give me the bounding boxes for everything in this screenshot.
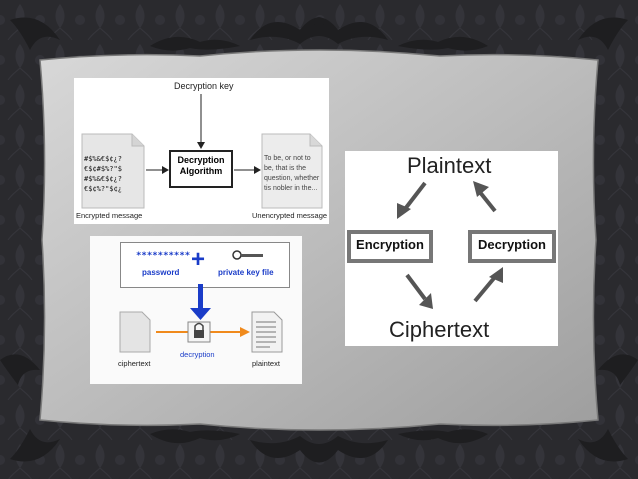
- private-key-label: private key file: [218, 268, 274, 277]
- panel2-graphics: [119, 284, 283, 353]
- encryption-cycle-diagram: Plaintext Encryption Decryption Cipherte…: [345, 151, 558, 346]
- encryption-box: Encryption: [347, 230, 433, 263]
- decryption-label: decryption: [180, 350, 215, 359]
- key-icon: [232, 250, 263, 260]
- box-line-2: Algorithm: [179, 166, 223, 176]
- decryption-algorithm-box: Decryption Algorithm: [169, 150, 233, 188]
- credentials-box: [120, 242, 290, 288]
- encrypted-message-label: Encrypted message: [76, 211, 143, 220]
- unencrypted-message-label: Unencrypted message: [252, 211, 328, 220]
- ciphertext-title: Ciphertext: [389, 317, 490, 342]
- private-key-decryption-diagram: ********** password + private key file: [90, 236, 302, 384]
- diagram-title: Decryption key: [174, 81, 234, 91]
- encrypted-line: €$¢%?"$¢¿: [84, 185, 122, 193]
- plaintext-label: plaintext: [252, 359, 280, 368]
- panel1-arrows: [81, 94, 323, 209]
- encrypted-line: #$%&€$¢¿?: [84, 155, 122, 163]
- encrypted-text: #$%&€$¢¿? €$¢#$%?"$ #$%&€$¢¿? €$¢%?"$¢¿: [84, 154, 122, 194]
- decryption-algorithm-diagram: Decryption key Decryption Algorithm #$%&…: [74, 78, 329, 224]
- password-label: password: [142, 268, 180, 277]
- cycle-arrows: [397, 181, 503, 309]
- password-mask: **********: [136, 251, 191, 261]
- box-line-1: Decryption: [177, 155, 225, 165]
- plain-text: To be, or not to be, that is the questio…: [264, 154, 319, 194]
- plain-line: question, whether: [264, 175, 320, 182]
- encrypted-line: €$¢#$%?"$: [84, 165, 122, 173]
- plain-line: be, that is the: [264, 165, 307, 172]
- plaintext-title: Plaintext: [407, 153, 492, 178]
- decryption-box: Decryption: [468, 230, 556, 263]
- encrypted-line: #$%&€$¢¿?: [84, 175, 122, 183]
- top-ornament: [150, 17, 488, 51]
- plus-sign: +: [191, 246, 206, 273]
- plain-line: To be, or not to: [264, 155, 311, 162]
- plain-line: tis nobler in the...: [264, 185, 318, 192]
- ciphertext-label: ciphertext: [118, 359, 151, 368]
- corner-ornaments: [0, 17, 638, 462]
- bottom-ornament: [150, 429, 488, 463]
